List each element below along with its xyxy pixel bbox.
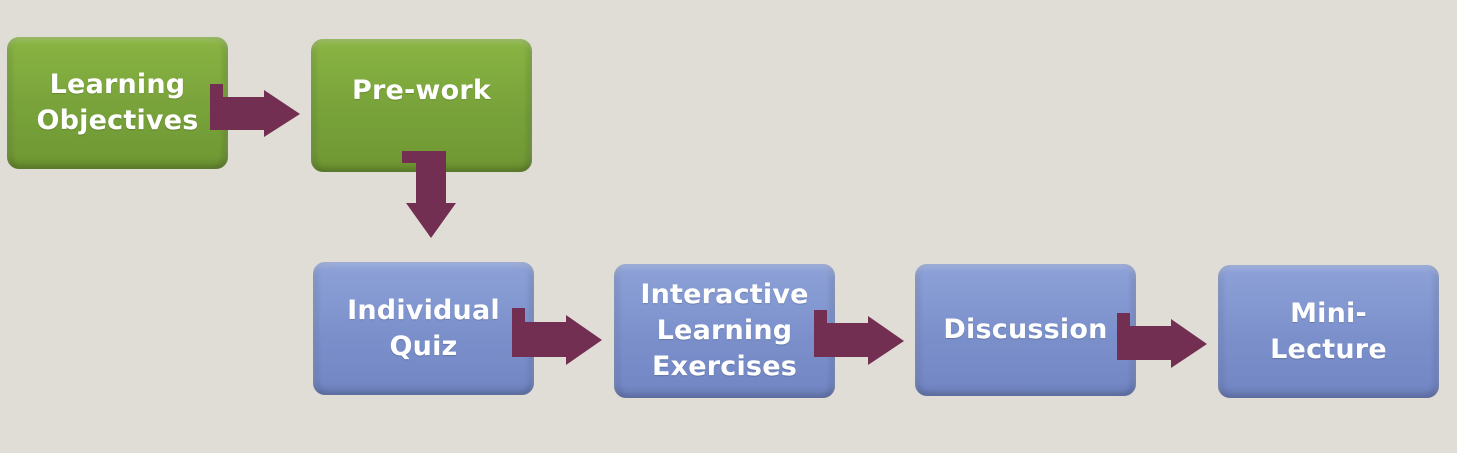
node-label-interactive-learning-exercises: Interactive Learning Exercises [640, 279, 809, 382]
arrow-learning-objectives-to-pre-work [210, 84, 300, 137]
node-discussion: Discussion [915, 264, 1136, 396]
node-label-pre-work: Pre-work [352, 74, 491, 106]
node-individual-quiz: Individual Quiz [313, 262, 534, 395]
node-label-learning-objectives: Learning Objectives [36, 69, 199, 136]
node-label-individual-quiz: Individual Quiz [347, 294, 500, 362]
node-label-discussion: Discussion [943, 314, 1108, 345]
arrow-individual-quiz-to-interactive-learning-exercises [512, 308, 602, 365]
arrow-discussion-to-mini-lecture [1117, 313, 1207, 368]
node-mini-lecture: Mini-Lecture [1218, 265, 1439, 398]
arrow-interactive-learning-exercises-to-discussion [814, 310, 904, 365]
node-interactive-learning-exercises: Interactive Learning Exercises [614, 264, 835, 398]
node-pre-work: Pre-work [311, 39, 532, 172]
arrow-pre-work-to-individual-quiz [402, 151, 456, 238]
node-label-mini-lecture: Mini-Lecture [1270, 297, 1387, 365]
node-learning-objectives: Learning Objectives [7, 37, 228, 169]
